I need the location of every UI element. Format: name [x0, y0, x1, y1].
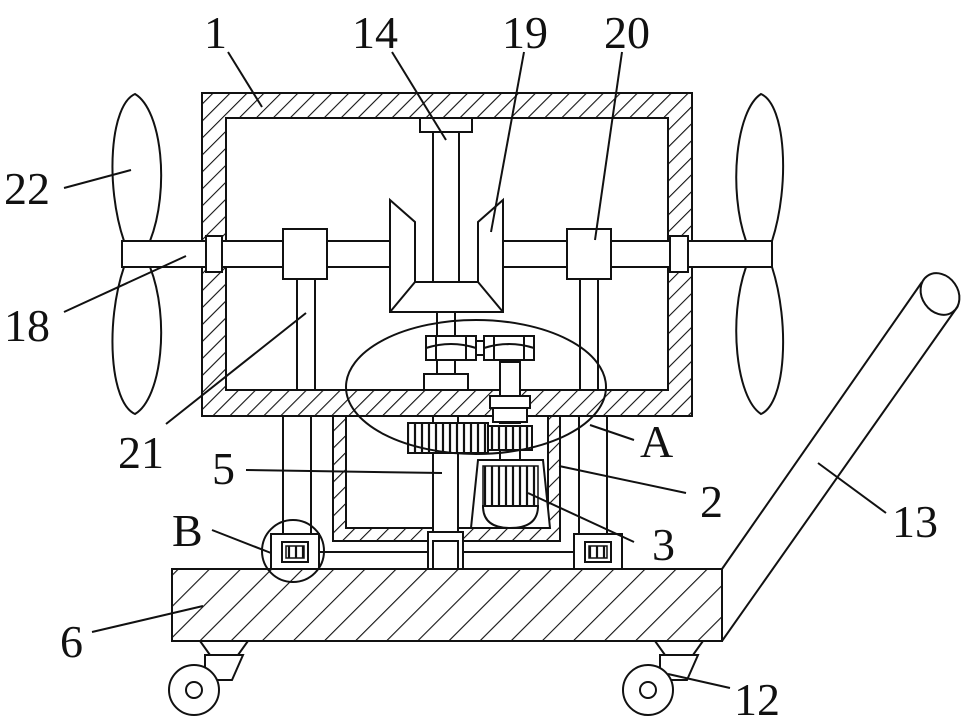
label-b: B [172, 505, 203, 556]
bearing-right [567, 229, 611, 390]
label-20: 20 [604, 7, 650, 58]
label-22: 22 [4, 163, 50, 214]
label-5: 5 [212, 443, 235, 494]
label-2: 2 [700, 476, 723, 527]
label-a: A [640, 416, 673, 467]
label-1: 1 [204, 7, 227, 58]
motor [471, 450, 550, 528]
wheel-right [623, 641, 703, 715]
label-19: 19 [502, 7, 548, 58]
label-21: 21 [118, 427, 164, 478]
slider-block-right [574, 534, 622, 569]
base-platform [172, 569, 722, 641]
pulley-pair [426, 336, 534, 360]
label-18: 18 [4, 300, 50, 351]
bearing-left [283, 229, 327, 390]
label-6: 6 [60, 616, 83, 667]
wheel-left [169, 641, 248, 715]
label-3: 3 [652, 519, 675, 570]
label-13: 13 [892, 496, 938, 547]
label-14: 14 [352, 7, 398, 58]
label-12: 12 [734, 674, 780, 725]
central-hub [390, 118, 503, 336]
small-gear [488, 426, 532, 450]
slider-block-left [271, 534, 319, 569]
